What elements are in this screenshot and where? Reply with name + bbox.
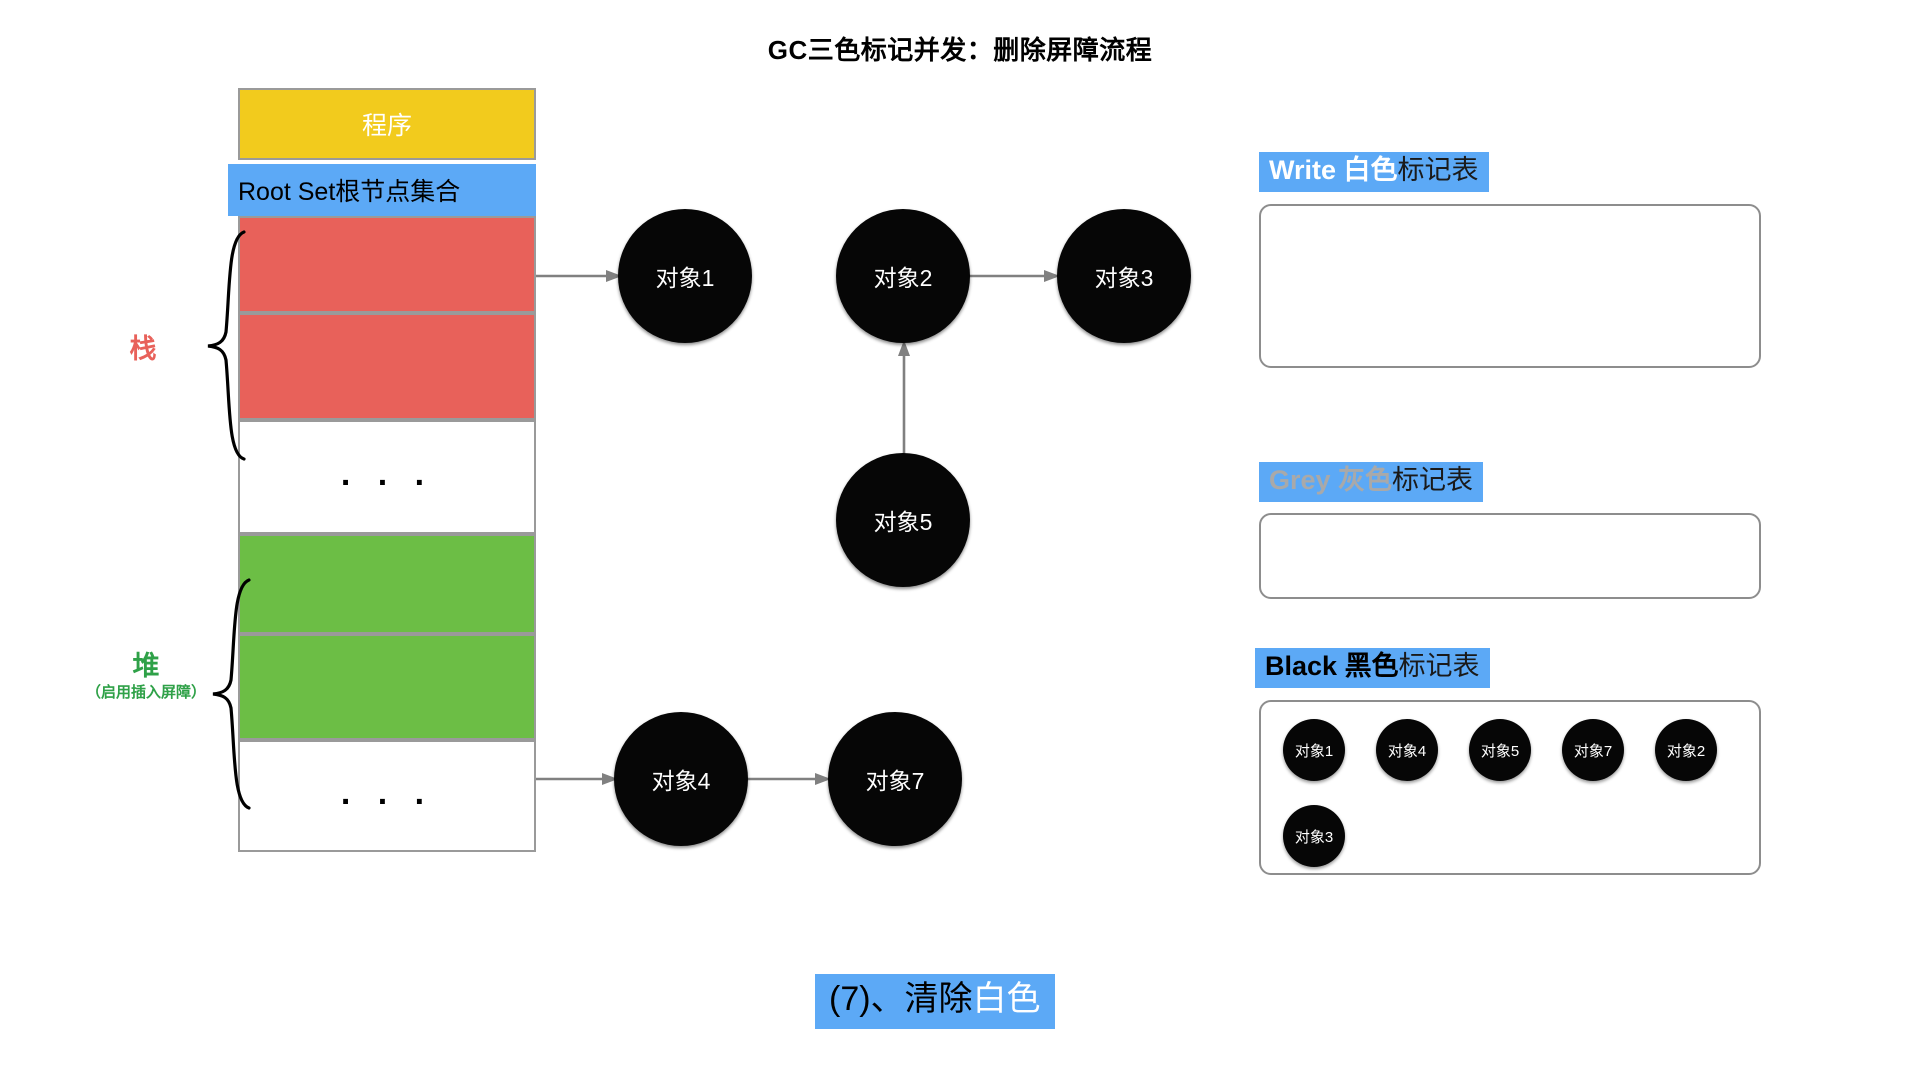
black-table-chip-obj2: 对象2	[1655, 719, 1717, 781]
grey-table-keyword: Grey	[1269, 465, 1339, 495]
white-table-color-word: 白色	[1343, 155, 1398, 185]
black-mark-table-box: 对象1 对象4 对象5 对象7 对象2 对象3	[1259, 700, 1761, 875]
black-table-chip-obj4: 对象4	[1376, 719, 1438, 781]
black-table-chip-obj1: 对象1	[1283, 719, 1345, 781]
black-table-chip-obj7-label: 对象7	[1573, 742, 1613, 760]
program-label: 程序	[361, 112, 412, 140]
graph-node-obj5-label: 对象5	[873, 509, 933, 535]
label-heap-main: 堆	[132, 651, 160, 681]
stack-brace	[207, 230, 246, 461]
memory-cell-program: 程序	[238, 88, 536, 160]
grey-mark-table-title: Grey 灰色标记表	[1259, 462, 1484, 502]
grey-table-suffix: 标记表	[1392, 465, 1474, 495]
ellipsis-stack: . . .	[340, 455, 434, 493]
black-table-chip-obj5: 对象5	[1469, 719, 1531, 781]
black-table-chip-obj1-label: 对象1	[1294, 742, 1334, 760]
black-table-suffix: 标记表	[1398, 651, 1480, 681]
black-table-color-word: 黑色	[1344, 651, 1399, 681]
memory-cell-heap-slot-2	[238, 634, 536, 740]
graph-node-obj1: 对象1	[618, 209, 752, 343]
root-set-label: Root Set根节点集合	[238, 178, 461, 206]
white-table-keyword: Write	[1269, 155, 1344, 185]
graph-node-obj4: 对象4	[614, 712, 748, 846]
graph-node-obj3: 对象3	[1057, 209, 1191, 343]
black-table-chip-obj2-label: 对象2	[1666, 742, 1706, 760]
step-caption: (7)、清除白色	[815, 974, 1055, 1030]
black-table-chip-obj3: 对象3	[1283, 805, 1345, 867]
graph-node-obj7-label: 对象7	[865, 768, 925, 794]
step-caption-highlight: 白色	[972, 980, 1041, 1018]
label-stack: 栈	[88, 333, 198, 367]
graph-node-obj2: 对象2	[836, 209, 970, 343]
step-caption-prefix: (7)、清除	[829, 980, 973, 1018]
arrow-heap-to-obj4	[536, 773, 618, 785]
arrow-obj4-to-obj7	[745, 773, 831, 785]
label-heap: 堆 （启用插入屏障）	[56, 650, 236, 703]
memory-cell-stack-slot-1	[238, 216, 536, 313]
memory-cell-stack-slot-2	[238, 313, 536, 420]
grey-mark-table-box	[1259, 513, 1761, 599]
graph-node-obj4-label: 对象4	[651, 768, 711, 794]
graph-node-obj5: 对象5	[836, 453, 970, 587]
label-stack-main: 栈	[129, 334, 157, 364]
black-table-keyword: Black	[1265, 651, 1345, 681]
white-mark-table-title: Write 白色标记表	[1259, 152, 1489, 192]
arrow-obj2-to-obj3	[968, 270, 1060, 282]
graph-node-obj3-label: 对象3	[1094, 265, 1154, 291]
memory-cell-heap-ellipsis: . . .	[238, 740, 536, 852]
heap-brace	[212, 578, 251, 810]
memory-cell-root-set: Root Set根节点集合	[228, 164, 536, 216]
memory-cell-heap-slot-1	[238, 534, 536, 634]
graph-node-obj1-label: 对象1	[655, 265, 715, 291]
black-mark-table-title: Black 黑色标记表	[1255, 648, 1490, 688]
page-title: GC三色标记并发：删除屏障流程	[767, 35, 1153, 65]
arrow-stack-to-obj1	[536, 270, 622, 282]
black-table-chip-obj5-label: 对象5	[1480, 742, 1520, 760]
graph-node-obj2-label: 对象2	[873, 265, 933, 291]
white-table-suffix: 标记表	[1397, 155, 1479, 185]
black-table-chip-obj3-label: 对象3	[1294, 828, 1334, 846]
graph-node-obj7: 对象7	[828, 712, 962, 846]
label-heap-sub: （启用插入屏障）	[85, 683, 206, 701]
arrow-obj5-to-obj2	[898, 340, 910, 458]
black-table-chip-obj7: 对象7	[1562, 719, 1624, 781]
white-mark-table-box	[1259, 204, 1761, 368]
ellipsis-heap: . . .	[340, 774, 434, 812]
memory-cell-stack-ellipsis: . . .	[238, 420, 536, 534]
grey-table-color-word: 灰色	[1338, 465, 1393, 495]
black-table-chip-obj4-label: 对象4	[1387, 742, 1427, 760]
